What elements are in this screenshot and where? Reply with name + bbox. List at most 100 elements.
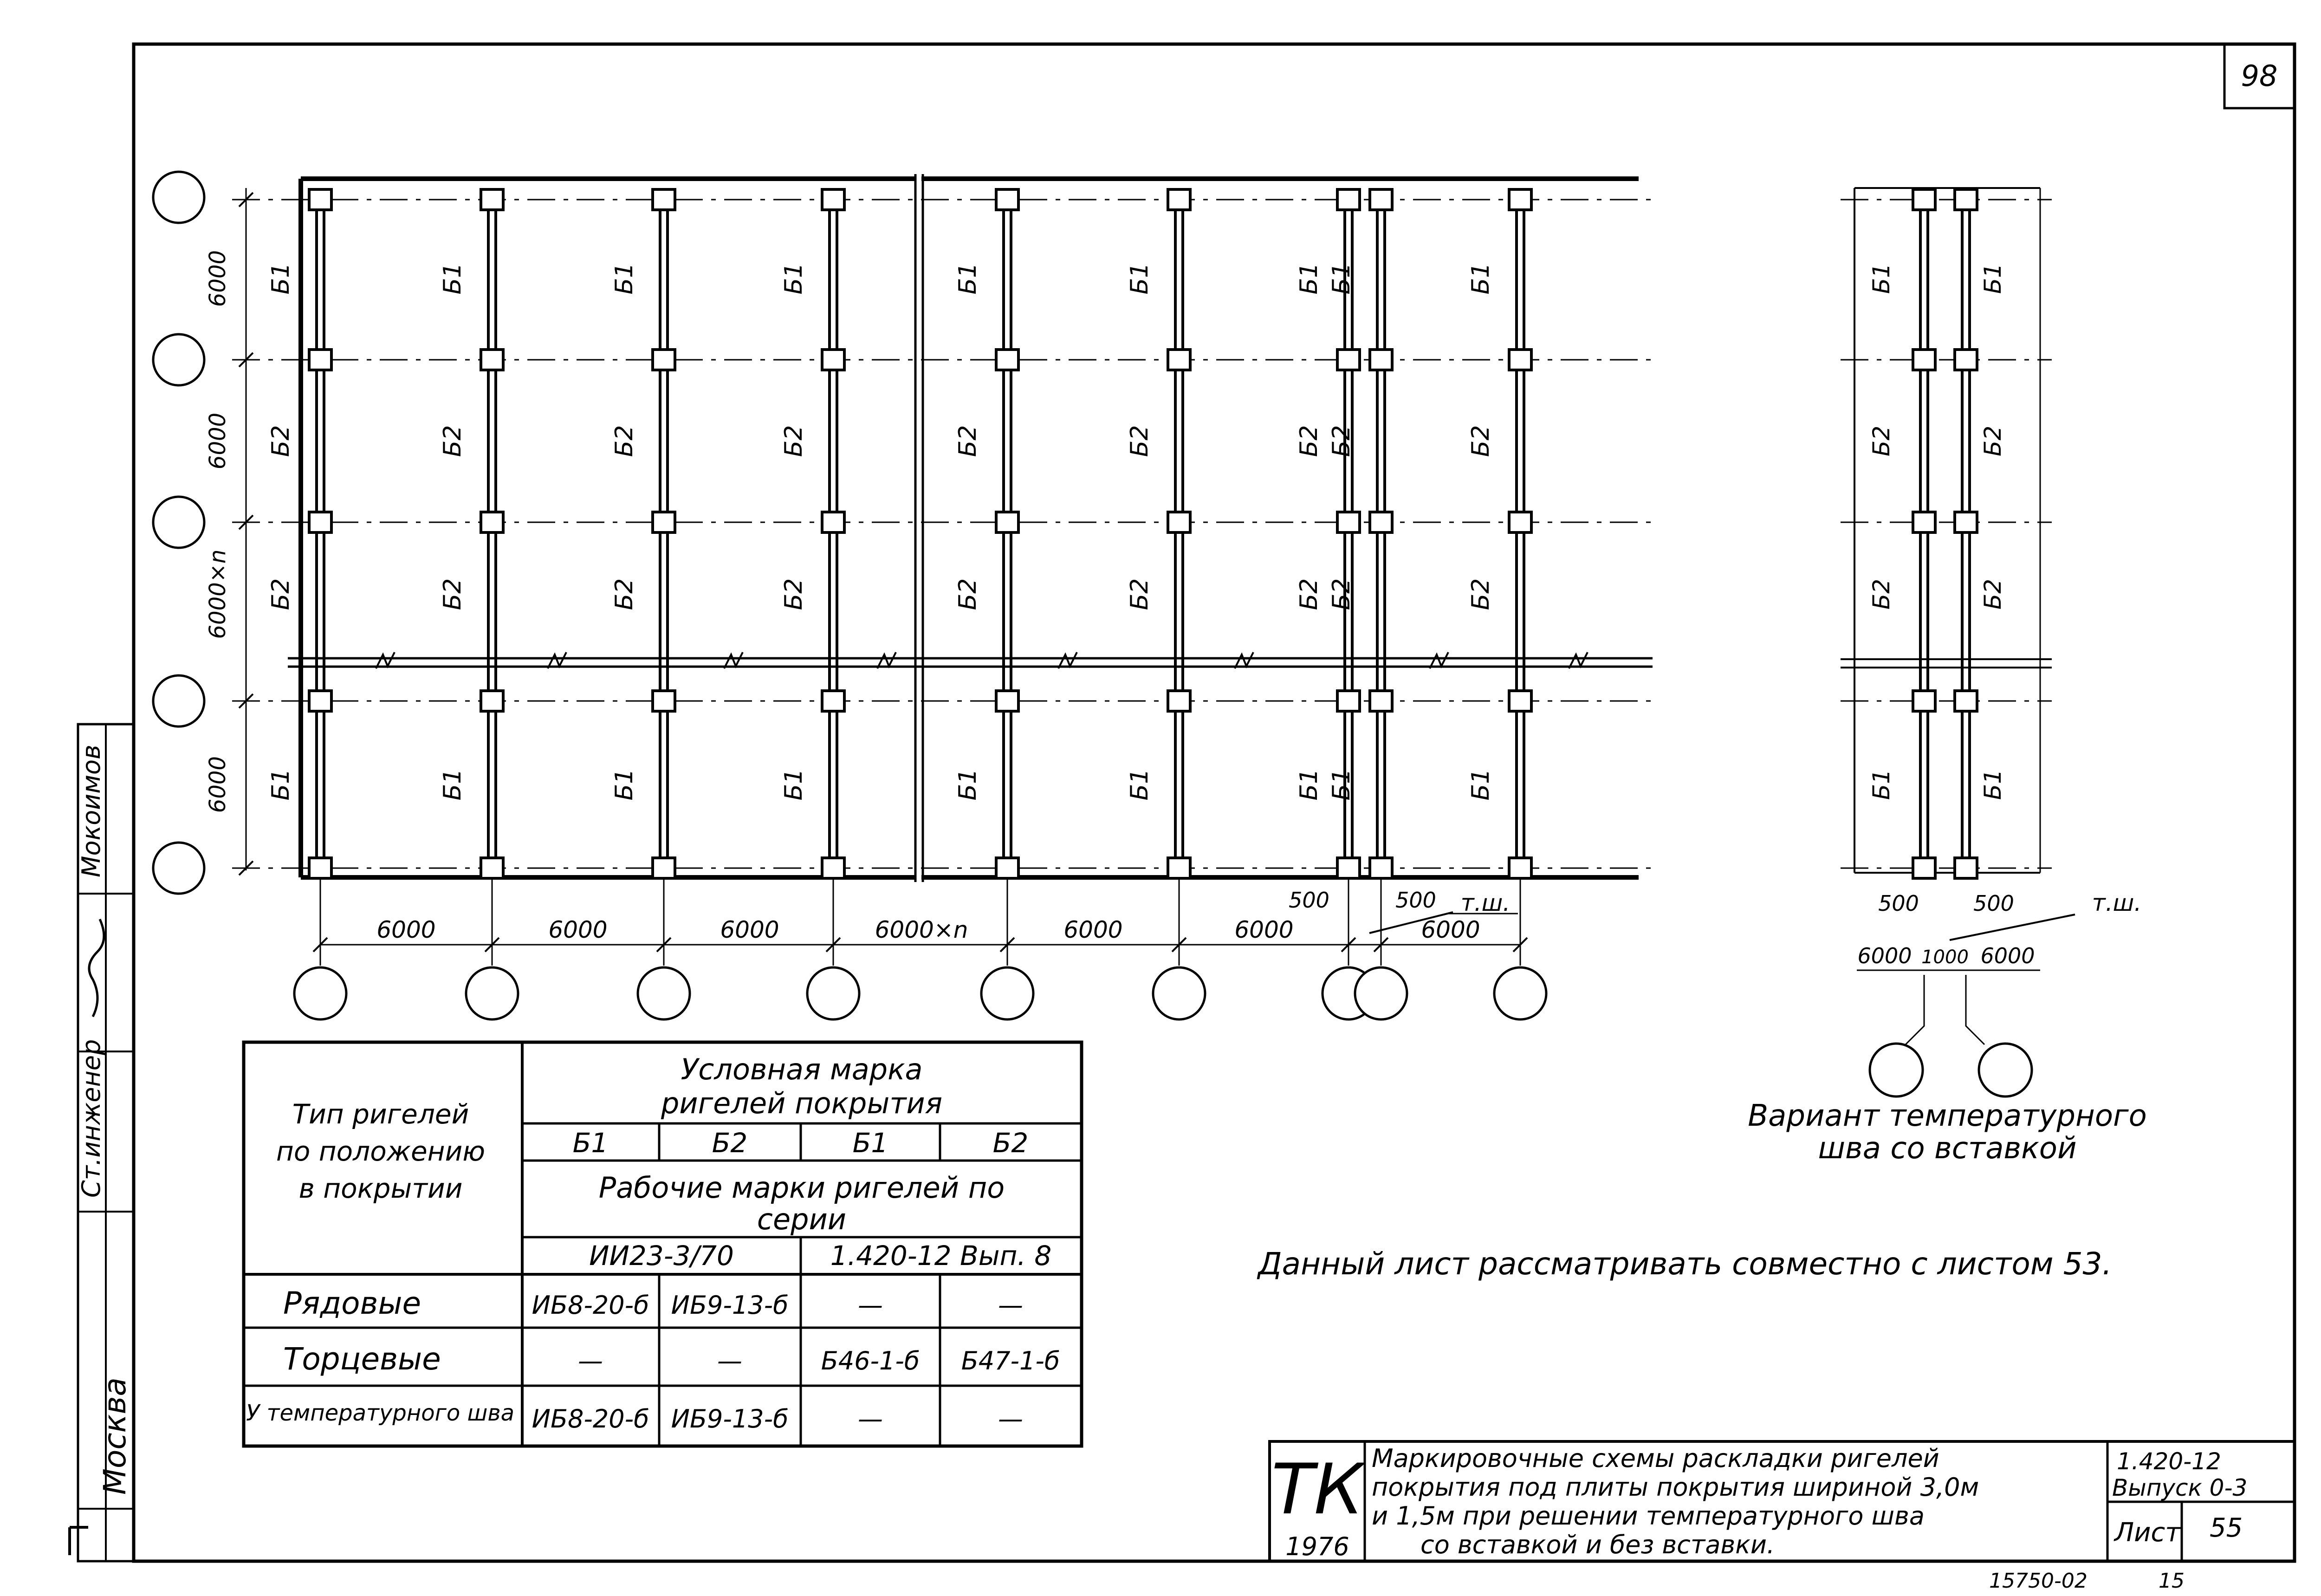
title-logo: ТК bbox=[1271, 1449, 1366, 1530]
column-square bbox=[1167, 511, 1192, 534]
table-mark-1: Б1 bbox=[573, 1127, 609, 1159]
stamp-name: Мокоимов bbox=[77, 745, 106, 877]
dim-tick bbox=[238, 693, 254, 709]
variant-column-square bbox=[1953, 188, 1978, 211]
dim-tick bbox=[1171, 937, 1187, 953]
dim-joint-left: 500 bbox=[1289, 888, 1329, 913]
beam-mark: Б1 bbox=[267, 769, 295, 801]
column-square bbox=[308, 188, 333, 211]
side-stamp: Мокоимов Ст.инженер Москва bbox=[68, 723, 135, 1563]
table-cell-3-2: ИБ9-13-б bbox=[671, 1404, 789, 1434]
axis-bubble-col bbox=[1152, 966, 1206, 1021]
title-line-2: покрытия под плиты покрытия шириной 3,0м bbox=[1372, 1473, 1979, 1502]
column-square bbox=[1167, 348, 1192, 371]
break-mark bbox=[1568, 652, 1588, 669]
column-square bbox=[1167, 856, 1192, 880]
dim-row-label: 6000 bbox=[205, 250, 231, 307]
table-series-1: ИИ23-3/70 bbox=[589, 1240, 734, 1272]
column-square bbox=[1336, 856, 1361, 880]
beam-mark: Б1 bbox=[1328, 263, 1355, 295]
beam-mark: Б1 bbox=[267, 263, 295, 295]
variant-beam-mark: Б1 bbox=[1868, 263, 1895, 294]
table-type-header-1: Тип ригелей bbox=[292, 1098, 469, 1130]
column-square bbox=[1368, 856, 1394, 880]
dim-tick bbox=[1341, 937, 1356, 953]
variant-column-square bbox=[1953, 856, 1978, 880]
stamp-signature bbox=[88, 918, 105, 1018]
table-cell-1-2: ИБ9-13-б bbox=[671, 1291, 789, 1320]
variant-beam-mark: Б2 bbox=[1979, 579, 2006, 610]
title-issue: Выпуск 0-3 bbox=[2112, 1474, 2247, 1501]
column-square bbox=[1336, 511, 1361, 534]
variant-column-square bbox=[1912, 856, 1937, 880]
stamp-role: Ст.инженер bbox=[77, 1039, 106, 1198]
table-cell-3-3: — bbox=[858, 1404, 883, 1434]
column-square bbox=[821, 856, 846, 880]
variant-beam-mark: Б2 bbox=[1979, 426, 2006, 456]
note-text: Данный лист рассматривать совместно с ли… bbox=[1257, 1246, 2112, 1282]
variant-column-square bbox=[1912, 348, 1937, 371]
beam-table: Тип ригелей по положению в покрытии Усло… bbox=[242, 1040, 1083, 1448]
beam-mark: Б2 bbox=[610, 578, 638, 610]
table-mark-2: Б2 bbox=[712, 1127, 748, 1159]
variant-beam-mark: Б1 bbox=[1979, 769, 2006, 800]
beam-mark: Б1 bbox=[439, 263, 467, 295]
dim-tick bbox=[238, 860, 254, 876]
table-working-header-1: Рабочие марки ригелей по bbox=[599, 1171, 1005, 1205]
axis-bubble-row bbox=[152, 495, 206, 549]
beam-mark: Б1 bbox=[780, 769, 808, 801]
table-row-label-2: Торцевые bbox=[283, 1341, 441, 1377]
beam-mark: Б2 bbox=[1328, 578, 1355, 610]
table-cell-1-3: — bbox=[858, 1291, 883, 1320]
column-square bbox=[1368, 188, 1394, 211]
table-type-header-3: в покрытии bbox=[299, 1173, 463, 1204]
table-cell-1-1: ИБ8-20-б bbox=[532, 1291, 649, 1320]
variant-caption-2: шва со вставкой bbox=[1818, 1131, 2076, 1166]
table-series-2: 1.420-12 Вып. 8 bbox=[830, 1240, 1052, 1272]
dim-row-label: 6000×n bbox=[205, 550, 231, 639]
beam-mark: Б1 bbox=[1467, 769, 1495, 801]
variant-axis-bubble-right bbox=[1977, 1042, 2033, 1098]
column-square bbox=[1167, 689, 1192, 713]
variant-beam-mark: Б2 bbox=[1868, 579, 1895, 610]
table-cell-3-1: ИБ8-20-б bbox=[532, 1404, 649, 1434]
dim-col-label: 6000 bbox=[1234, 916, 1293, 943]
beam-mark: Б1 bbox=[1295, 769, 1323, 801]
table-cell-2-2: — bbox=[717, 1346, 742, 1375]
table-cell-2-4: Б47-1-б bbox=[961, 1346, 1060, 1375]
break-mark bbox=[1429, 652, 1449, 669]
beam-mark: Б2 bbox=[780, 425, 808, 457]
main-plan: 600060006000×n6000Б1Б2Б2Б1Б1Б2Б2Б1Б1Б2Б2… bbox=[152, 170, 1653, 1021]
break-mark bbox=[1234, 652, 1254, 669]
column-square bbox=[651, 856, 676, 880]
dim-row-label: 6000 bbox=[205, 413, 231, 469]
table-cell-1-4: — bbox=[998, 1291, 1023, 1320]
variant-column-square bbox=[1953, 348, 1978, 371]
variant-dim-left: 6000 bbox=[1857, 943, 1912, 968]
table-type-header-2: по положению bbox=[276, 1135, 485, 1167]
dim-col-label: 6000 bbox=[1421, 916, 1480, 943]
table-cell-3-4: — bbox=[998, 1404, 1023, 1434]
title-line-4: со вставкой и без вставки. bbox=[1420, 1530, 1775, 1559]
title-line-1: Маркировочные схемы раскладки ригелей bbox=[1372, 1444, 1939, 1473]
column-square bbox=[651, 188, 676, 211]
beam-mark: Б1 bbox=[954, 263, 982, 295]
beam-mark: Б2 bbox=[267, 578, 295, 610]
beam-mark: Б2 bbox=[1126, 425, 1154, 457]
variant-beam-mark: Б2 bbox=[1868, 426, 1895, 456]
axis-bubble-col bbox=[980, 966, 1035, 1021]
title-series: 1.420-12 bbox=[2117, 1448, 2221, 1475]
variant-column-square bbox=[1912, 188, 1937, 211]
break-mark bbox=[375, 652, 395, 669]
beam-mark: Б2 bbox=[439, 578, 467, 610]
variant-offset-left: 500 bbox=[1878, 891, 1919, 916]
column-square bbox=[1336, 689, 1361, 713]
column-square bbox=[651, 689, 676, 713]
title-block: ТК 1976 Маркировочные схемы раскладки ри… bbox=[1268, 1440, 2296, 1563]
column-square bbox=[1336, 188, 1361, 211]
variant-leader-left bbox=[1905, 975, 1925, 1045]
column-square bbox=[995, 689, 1020, 713]
axis-bubble-col bbox=[1354, 966, 1408, 1021]
dim-tick bbox=[1373, 937, 1389, 953]
beam-mark: Б1 bbox=[439, 769, 467, 801]
